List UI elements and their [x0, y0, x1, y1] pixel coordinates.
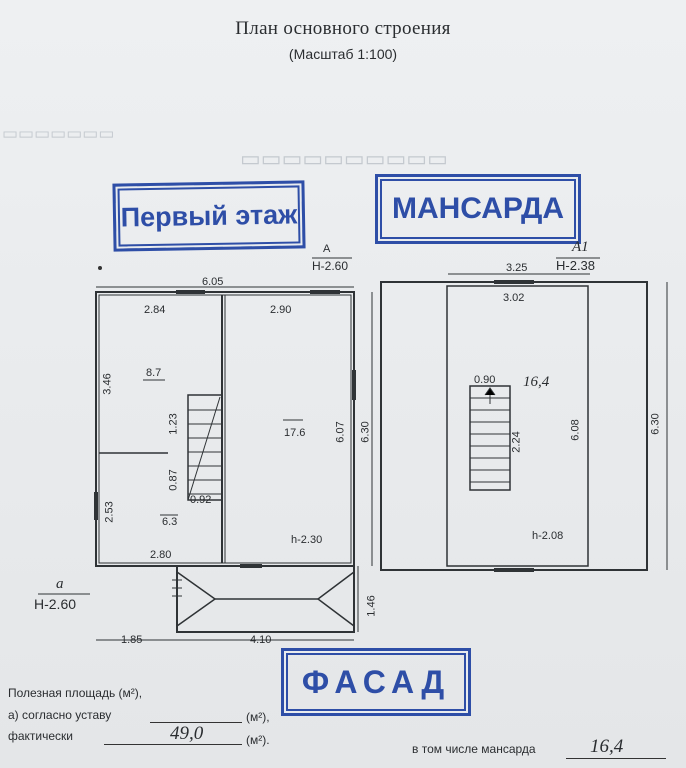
first-floor-stair	[187, 394, 223, 501]
attic-total-value: 16,4	[590, 736, 624, 757]
first-floor-bottom-width: 2.80	[150, 549, 172, 561]
actual-line	[104, 744, 242, 745]
faint-background-mark: ▭▭▭▭▭▭▭	[2, 124, 115, 143]
attic-inner-height: 6.08	[569, 419, 582, 441]
faint-background-mark: ▭▭▭▭▭▭▭▭▭▭	[240, 146, 448, 171]
ink-dot	[98, 266, 102, 270]
first-floor-section-mark: А	[323, 243, 331, 255]
attic-section-mark: А1	[572, 239, 589, 255]
useful-area-label: Полезная площадь (м²),	[8, 686, 143, 700]
attic-total-label: в том числе мансарда	[412, 742, 536, 756]
attic-height-mark: Н-2.38	[556, 258, 596, 273]
first-floor-left-height-top: 3.46	[101, 373, 114, 395]
stamp-attic: МАНСАРДА	[375, 174, 581, 244]
stamp-facade: ФАСАД	[281, 648, 471, 716]
room-area-1: 8.7	[146, 367, 162, 379]
veranda-outline	[176, 565, 355, 633]
first-floor-stair-width: 0.92	[190, 494, 212, 506]
document-scale: (Масштаб 1:100)	[288, 46, 398, 62]
attic-overall-width: 3.25	[506, 262, 528, 274]
veranda-depth: 1.46	[365, 595, 378, 617]
first-floor-overall-height: 6.30	[359, 421, 372, 443]
veranda-section-mark: а	[56, 576, 64, 592]
first-floor-left-height-bottom: 2.53	[103, 501, 116, 523]
veranda-dim-right: 4.10	[250, 634, 272, 646]
first-floor-ceiling-height: h-2.30	[291, 534, 323, 546]
room-area-2: 17.6	[284, 427, 306, 439]
attic-outline	[380, 281, 648, 571]
first-floor-stair-short: 0.87	[167, 469, 180, 491]
attic-stair-width: 0.90	[474, 374, 496, 386]
attic-stair	[469, 385, 511, 491]
actual-unit: (м²).	[246, 733, 270, 747]
first-floor-inner-height: 6.07	[334, 421, 347, 443]
veranda-height-mark: Н-2.60	[34, 596, 77, 612]
document-title: План основного строения	[235, 18, 451, 39]
actual-label: фактически	[8, 729, 74, 743]
by-charter-label: а) согласно уставу	[8, 708, 112, 722]
by-charter-unit: (м²),	[246, 710, 270, 724]
first-floor-stair-length: 1.23	[167, 413, 180, 435]
first-floor-room-width-left: 2.84	[144, 304, 166, 316]
actual-value: 49,0	[170, 723, 204, 744]
first-floor-overall-width: 6.05	[202, 276, 224, 288]
veranda-dim-left: 1.85	[121, 634, 143, 646]
room-area-3: 6.3	[162, 516, 178, 528]
attic-stair-length: 2.24	[510, 431, 523, 453]
by-charter-line	[150, 722, 242, 723]
attic-overall-height: 6.30	[649, 413, 662, 435]
attic-room-area: 16,4	[523, 374, 550, 390]
attic-total-line	[566, 758, 666, 759]
attic-inner-width: 3.02	[503, 292, 525, 304]
first-floor-height-mark: Н-2.60	[312, 259, 349, 273]
first-floor-room-width-right: 2.90	[270, 304, 292, 316]
attic-ceiling-height: h-2.08	[532, 530, 564, 542]
